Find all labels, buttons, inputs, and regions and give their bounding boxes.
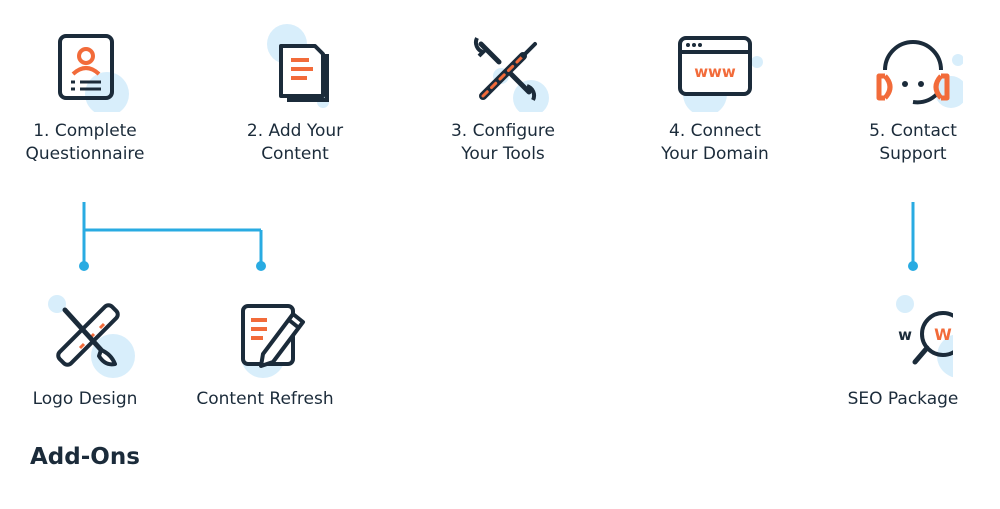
step-1-label: 1. Complete Questionnaire — [25, 121, 145, 164]
tools-icon — [453, 22, 553, 112]
step-5-support: 5. Contact Support — [828, 22, 998, 166]
browser-www-icon: www — [665, 22, 765, 112]
addon-seo-package: w W w SEO Package — [818, 290, 988, 411]
headset-icon — [863, 22, 963, 112]
svg-text:W: W — [934, 325, 952, 344]
addon-logo-label: Logo Design — [32, 389, 138, 409]
step-3-tools: 3. Configure Your Tools — [418, 22, 588, 166]
addon-logo-design: Logo Design — [0, 290, 170, 411]
step-2-label: 2. Add Your Content — [246, 121, 344, 164]
svg-text:www: www — [694, 63, 736, 81]
svg-text:w: w — [898, 326, 912, 344]
step-4-label: 4. Connect Your Domain — [661, 121, 769, 164]
questionnaire-icon — [35, 22, 135, 112]
ruler-brush-icon — [35, 290, 135, 380]
step-4-domain: www 4. Connect Your Domain — [630, 22, 800, 166]
addon-seo-label: SEO Package — [847, 389, 959, 409]
step-1-questionnaire: 1. Complete Questionnaire — [0, 22, 170, 166]
addons-heading: Add-Ons — [30, 444, 140, 470]
search-www-icon: w W w — [853, 290, 953, 380]
step-2-content: 2. Add Your Content — [210, 22, 380, 166]
edit-document-icon — [215, 290, 315, 380]
addon-content-label: Content Refresh — [196, 389, 334, 409]
step-3-label: 3. Configure Your Tools — [450, 121, 556, 164]
addon-content-refresh: Content Refresh — [180, 290, 350, 411]
document-icon — [245, 22, 345, 112]
step-5-label: 5. Contact Support — [869, 121, 957, 164]
